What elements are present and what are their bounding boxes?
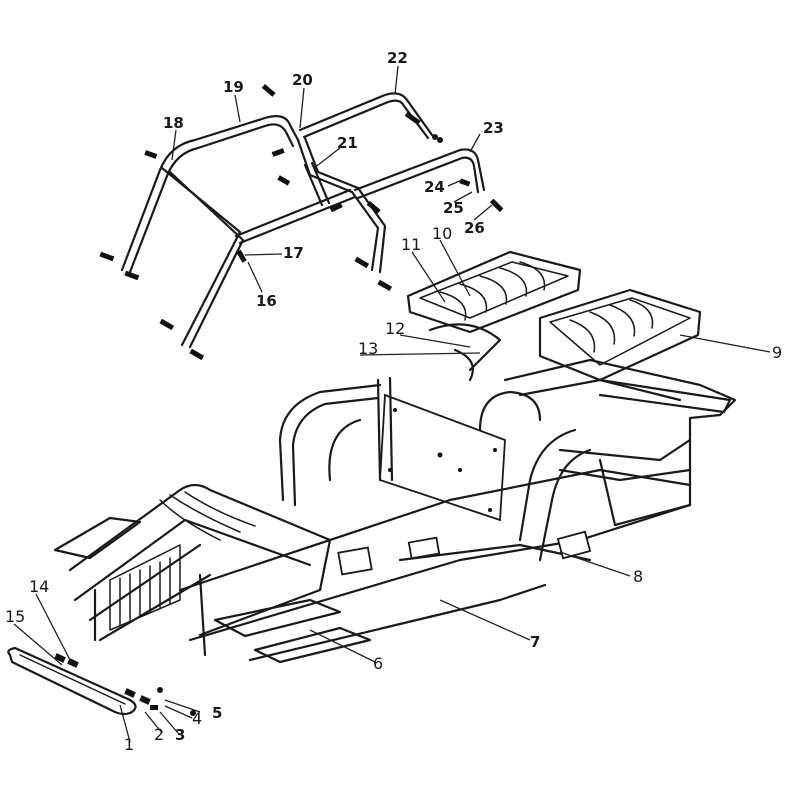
callout-6: 6 xyxy=(373,654,383,673)
callout-23: 23 xyxy=(483,119,504,137)
front-bar-assembly xyxy=(7,646,196,716)
callout-25: 25 xyxy=(443,199,464,217)
callout-14: 14 xyxy=(29,577,49,596)
callout-22: 22 xyxy=(387,49,408,67)
callout-26: 26 xyxy=(464,219,485,237)
rear-luggage-racks xyxy=(406,250,732,414)
callout-13: 13 xyxy=(358,339,378,358)
main-chassis xyxy=(53,323,737,664)
callout-labels: 19 20 22 18 21 23 24 25 26 17 16 11 10 1… xyxy=(5,49,782,754)
callout-4: 4 xyxy=(192,709,202,728)
callout-24: 24 xyxy=(424,178,445,196)
callout-9: 9 xyxy=(772,343,782,362)
callout-1: 1 xyxy=(124,735,134,754)
callout-2: 2 xyxy=(154,725,164,744)
callout-20: 20 xyxy=(292,71,313,89)
callout-7: 7 xyxy=(530,633,540,651)
callout-19: 19 xyxy=(223,78,244,96)
callout-17: 17 xyxy=(283,244,304,262)
callout-16: 16 xyxy=(256,292,277,310)
callout-5: 5 xyxy=(212,704,222,722)
callout-3: 3 xyxy=(175,726,185,744)
roll-cage xyxy=(99,83,504,361)
callout-8: 8 xyxy=(633,567,643,586)
center-panel xyxy=(379,393,506,522)
callout-11: 11 xyxy=(401,235,421,254)
leader-lines xyxy=(13,65,771,743)
callout-18: 18 xyxy=(163,114,184,132)
callout-10: 10 xyxy=(432,224,452,243)
callout-21: 21 xyxy=(337,134,358,152)
callout-15: 15 xyxy=(5,607,25,626)
callout-12: 12 xyxy=(385,319,405,338)
